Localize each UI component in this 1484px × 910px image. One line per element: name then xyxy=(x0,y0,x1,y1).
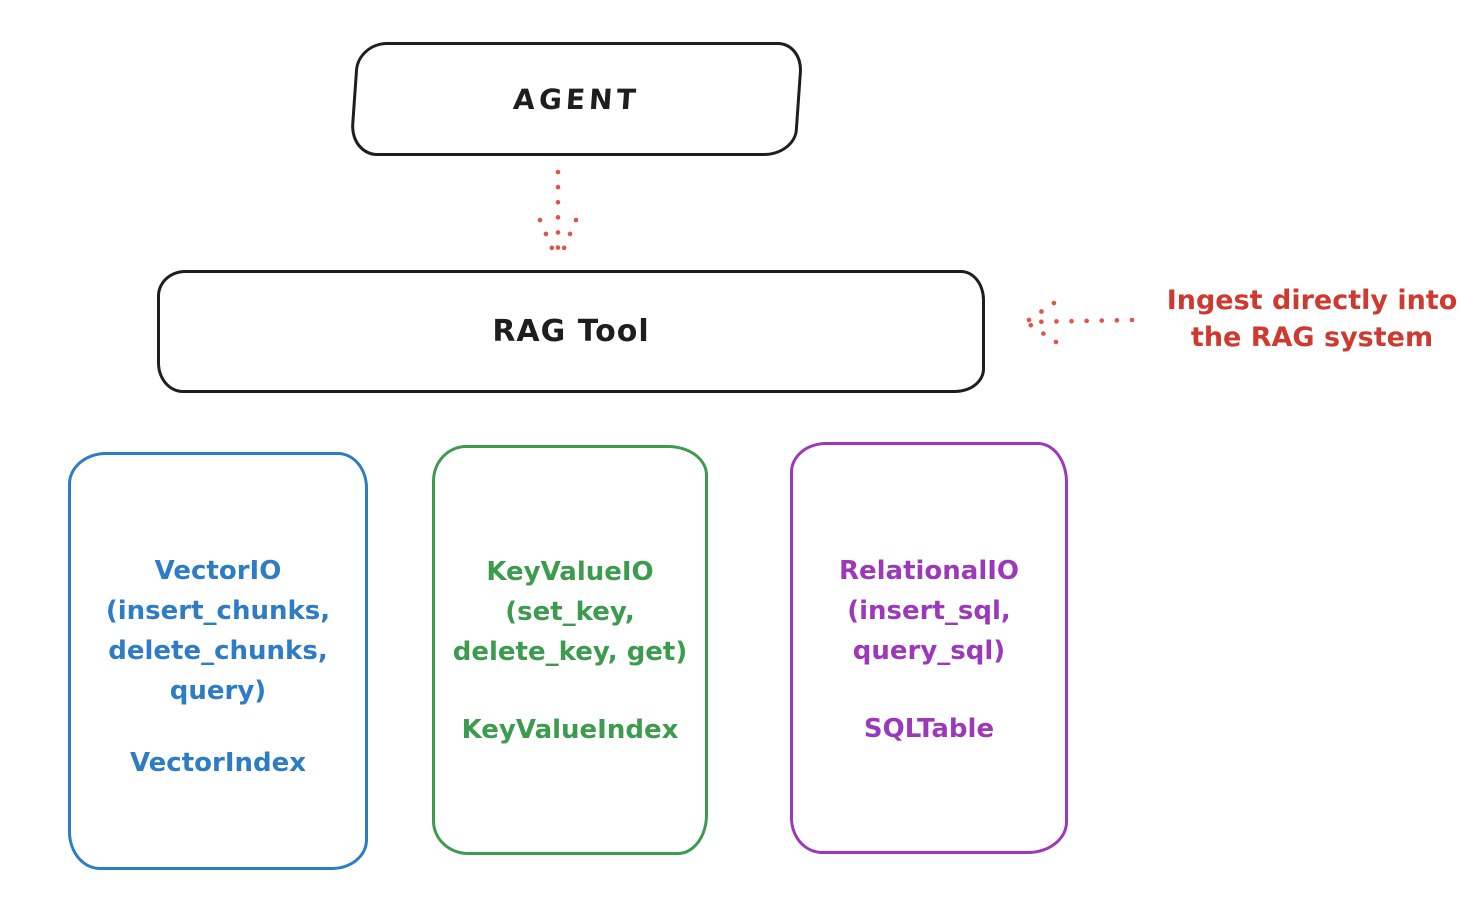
agent-node: AGENT xyxy=(349,42,804,156)
relational-io-title: RelationalIO xyxy=(838,556,1020,586)
ingest-annotation-line1: Ingest directly into xyxy=(1166,285,1458,316)
key-value-index-label: KeyValueIndex xyxy=(461,715,679,745)
rag-tool-node: RAG Tool xyxy=(157,270,985,393)
key-value-io-methods-line2: delete_key, get) xyxy=(452,637,688,667)
relational-io-node: RelationalIO (insert_sql, query_sql) SQL… xyxy=(790,442,1068,854)
vector-io-methods-line3: query) xyxy=(169,676,267,706)
key-value-io-methods-line1: (set_key, xyxy=(505,597,635,627)
sql-table-label: SQLTable xyxy=(863,714,995,744)
vector-io-methods-line1: (insert_chunks, xyxy=(105,596,331,626)
ingest-arrow xyxy=(1023,300,1135,345)
ingest-annotation: Ingest directly into the RAG system xyxy=(1140,282,1484,356)
vector-io-node: VectorIO (insert_chunks, delete_chunks, … xyxy=(68,452,368,870)
key-value-io-title: KeyValueIO xyxy=(486,557,654,587)
vector-io-methods-line2: delete_chunks, xyxy=(108,636,328,666)
ingest-annotation-line2: the RAG system xyxy=(1190,322,1434,353)
key-value-io-node: KeyValueIO (set_key, delete_key, get) Ke… xyxy=(432,445,708,855)
rag-tool-node-label: RAG Tool xyxy=(492,314,650,349)
vector-io-title: VectorIO xyxy=(154,556,282,586)
agent-node-label: AGENT xyxy=(512,82,641,116)
vector-index-label: VectorIndex xyxy=(129,748,307,778)
agent-to-ragtool-arrow xyxy=(537,169,579,265)
relational-io-methods-line1: (insert_sql, xyxy=(847,596,1011,626)
relational-io-methods-line2: query_sql) xyxy=(852,636,1006,666)
